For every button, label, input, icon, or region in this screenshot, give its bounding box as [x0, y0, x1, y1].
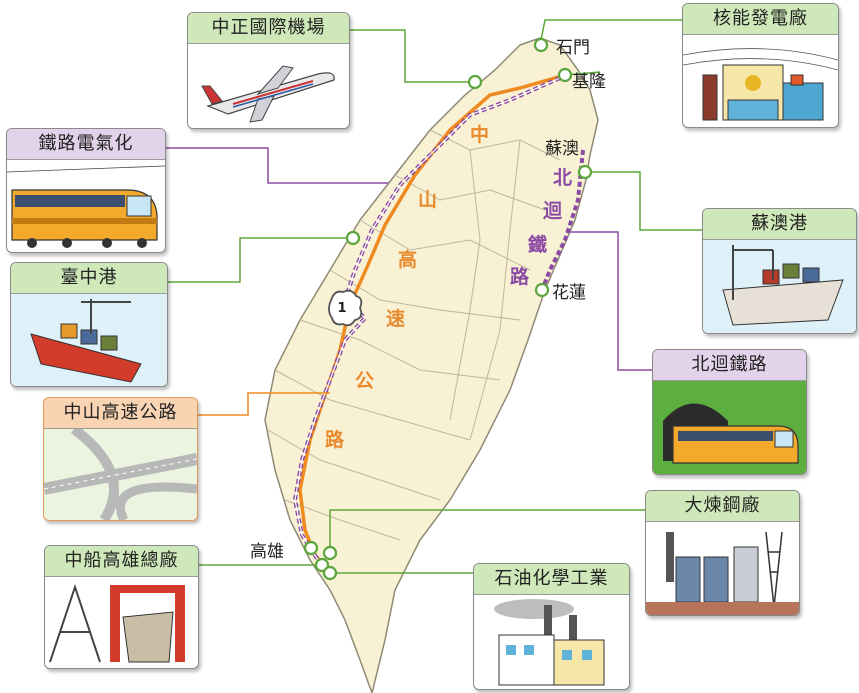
- freeway-shield-icon: [328, 289, 363, 327]
- card-rail-electric-title: 鐵路電氣化: [7, 129, 165, 160]
- card-nuclear-title: 核能發電廠: [683, 4, 838, 35]
- card-taichung-port: 臺中港: [10, 262, 168, 387]
- marker-suao: [577, 164, 593, 180]
- port-crane-icon: [703, 240, 856, 333]
- place-shimen: 石門: [556, 38, 590, 58]
- freeway-shield-number: 1: [337, 301, 346, 316]
- line-steel: [329, 509, 645, 553]
- marker-shimen: [533, 37, 549, 53]
- marker-hualien: [534, 282, 550, 298]
- card-north-link-title: 北迴鐵路: [653, 350, 806, 381]
- place-hualien: 花蓮: [552, 283, 586, 303]
- marker-petro: [322, 565, 338, 581]
- card-steel-title: 大煉鋼廠: [646, 491, 799, 522]
- taiwan-island: [264, 37, 599, 693]
- place-kaohsiung: 高雄: [250, 542, 284, 562]
- tunnel-train-icon: [653, 381, 806, 474]
- rail-char-2: 迴: [543, 200, 563, 222]
- freeway-char-6: 路: [325, 429, 345, 451]
- marker-steel: [322, 545, 338, 561]
- line-freeway: [196, 392, 330, 416]
- rail-char-3: 鐵: [528, 234, 548, 256]
- line-shimen: [539, 19, 682, 46]
- card-airport-title: 中正國際機場: [188, 13, 349, 44]
- card-suao-port: 蘇澳港: [702, 208, 857, 334]
- electric-train-icon: [7, 165, 165, 248]
- card-shipyard: 中船高雄總廠: [44, 545, 199, 669]
- steel-mill-icon: [646, 531, 799, 615]
- line-taichung: [168, 237, 353, 283]
- shipyard-icon: [49, 583, 185, 663]
- marker-taichung: [345, 230, 361, 246]
- north-link-rail: [540, 149, 585, 291]
- freeway-char-1: 中: [470, 124, 490, 146]
- card-petrochemical-title: 石油化學工業: [474, 564, 629, 595]
- marker-keelung: [557, 67, 573, 83]
- rail-char-4: 路: [510, 266, 530, 288]
- card-steel: 大煉鋼廠: [645, 490, 800, 616]
- card-suao-port-title: 蘇澳港: [703, 209, 856, 240]
- card-nuclear: 核能發電廠: [682, 3, 839, 128]
- card-freeway-title: 中山高速公路: [44, 398, 197, 429]
- card-freeway: 中山高速公路: [43, 397, 198, 521]
- freeway-char-3: 高: [398, 249, 418, 271]
- card-airport: 中正國際機場: [187, 12, 350, 129]
- marker-kaohsiung: [303, 540, 319, 556]
- petrochemical-plant-icon: [494, 599, 605, 686]
- line-north-link: [568, 231, 652, 371]
- line-airport: [350, 29, 475, 83]
- marker-airport: [467, 74, 483, 90]
- freeway-char-4: 速: [386, 308, 406, 330]
- card-taichung-port-title: 臺中港: [11, 263, 167, 294]
- power-plant-icon: [683, 48, 838, 121]
- interchange-icon: [44, 429, 197, 520]
- line-suao: [585, 171, 703, 231]
- card-north-link: 北迴鐵路: [652, 349, 807, 475]
- cargo-ship-icon: [11, 294, 167, 386]
- place-keelung: 基隆: [572, 72, 606, 92]
- airplane-icon: [201, 65, 335, 123]
- county-lines: [267, 129, 561, 541]
- freeway-char-5: 公: [355, 370, 375, 392]
- place-suao: 蘇澳: [545, 139, 579, 159]
- freeway-char-2: 山: [418, 189, 438, 211]
- rail-char-1: 北: [553, 167, 573, 189]
- card-petrochemical: 石油化學工業: [473, 563, 630, 690]
- line-rail-electric: [165, 147, 388, 184]
- card-shipyard-title: 中船高雄總廠: [45, 546, 198, 577]
- card-rail-electric: 鐵路電氣化: [6, 128, 166, 253]
